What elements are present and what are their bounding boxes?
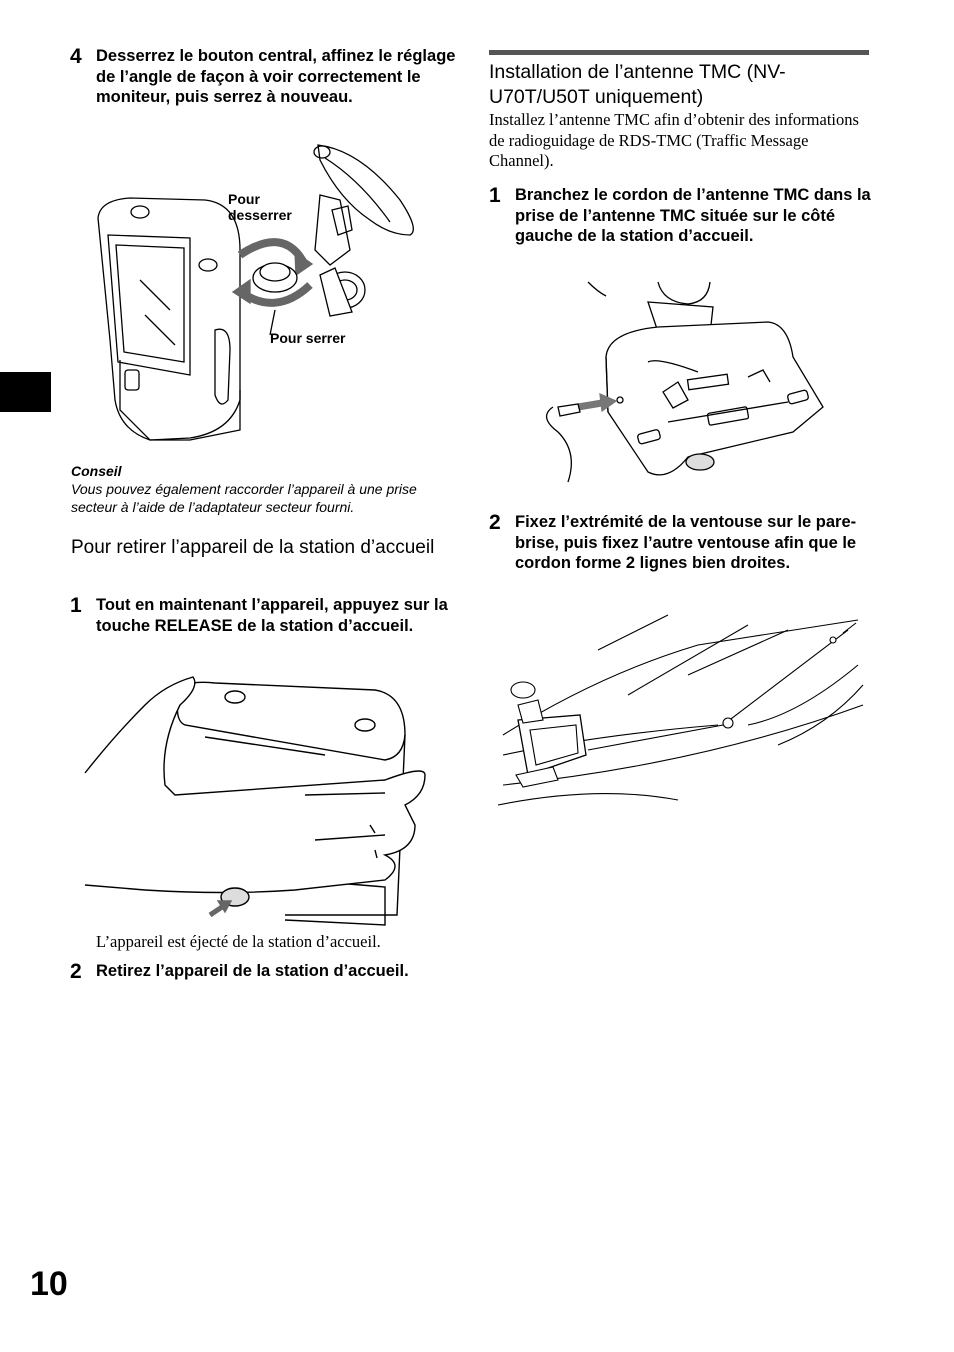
figure-knob-adjust bbox=[97, 144, 414, 441]
section-title-remove: Pour retirer l’appareil de la station d’… bbox=[71, 537, 435, 558]
step-2-tmc-number: 2 bbox=[489, 511, 501, 534]
step-1-remove-text: Tout en maintenant l’appareil, appuyez s… bbox=[96, 596, 448, 635]
step-1-tmc-text: Branchez le cordon de l’antenne TMC dans… bbox=[515, 186, 871, 245]
label-loosen: Pour desserrer bbox=[228, 191, 292, 223]
step-2-remove-number: 2 bbox=[70, 960, 82, 983]
label-loosen-line-1: Pour bbox=[228, 191, 260, 207]
label-loosen-line-2: desserrer bbox=[228, 207, 292, 223]
label-tighten: Pour serrer bbox=[270, 330, 346, 346]
figure-hand-release bbox=[84, 676, 426, 926]
step-2-remove-text: Retirez l’appareil de la station d’accue… bbox=[96, 962, 409, 980]
section-title-tmc: Installation de l’antenne TMC (NV-U70T/U… bbox=[489, 61, 786, 108]
step-4-text: Desserrez le bouton central, affinez le … bbox=[96, 47, 456, 106]
page-number: 10 bbox=[30, 1265, 68, 1303]
step-1-tmc-number: 1 bbox=[489, 184, 501, 207]
section-tab-marker bbox=[0, 372, 51, 412]
tip-title: Conseil bbox=[71, 463, 122, 479]
figure-windshield-cord bbox=[497, 614, 864, 806]
step-2-tmc-text: Fixez l’extrémité de la ventouse sur le … bbox=[515, 513, 857, 572]
section-rule bbox=[489, 50, 869, 55]
result-text: L’appareil est éjecté de la station d’ac… bbox=[96, 932, 381, 951]
step-1-remove-number: 1 bbox=[70, 594, 82, 617]
intro-text: Installez l’antenne TMC afin d’obtenir d… bbox=[489, 110, 859, 170]
figure-tmc-plug bbox=[546, 281, 824, 483]
step-4-number: 4 bbox=[70, 45, 82, 68]
tip-text: Vous pouvez également raccorder l’appare… bbox=[71, 481, 417, 515]
